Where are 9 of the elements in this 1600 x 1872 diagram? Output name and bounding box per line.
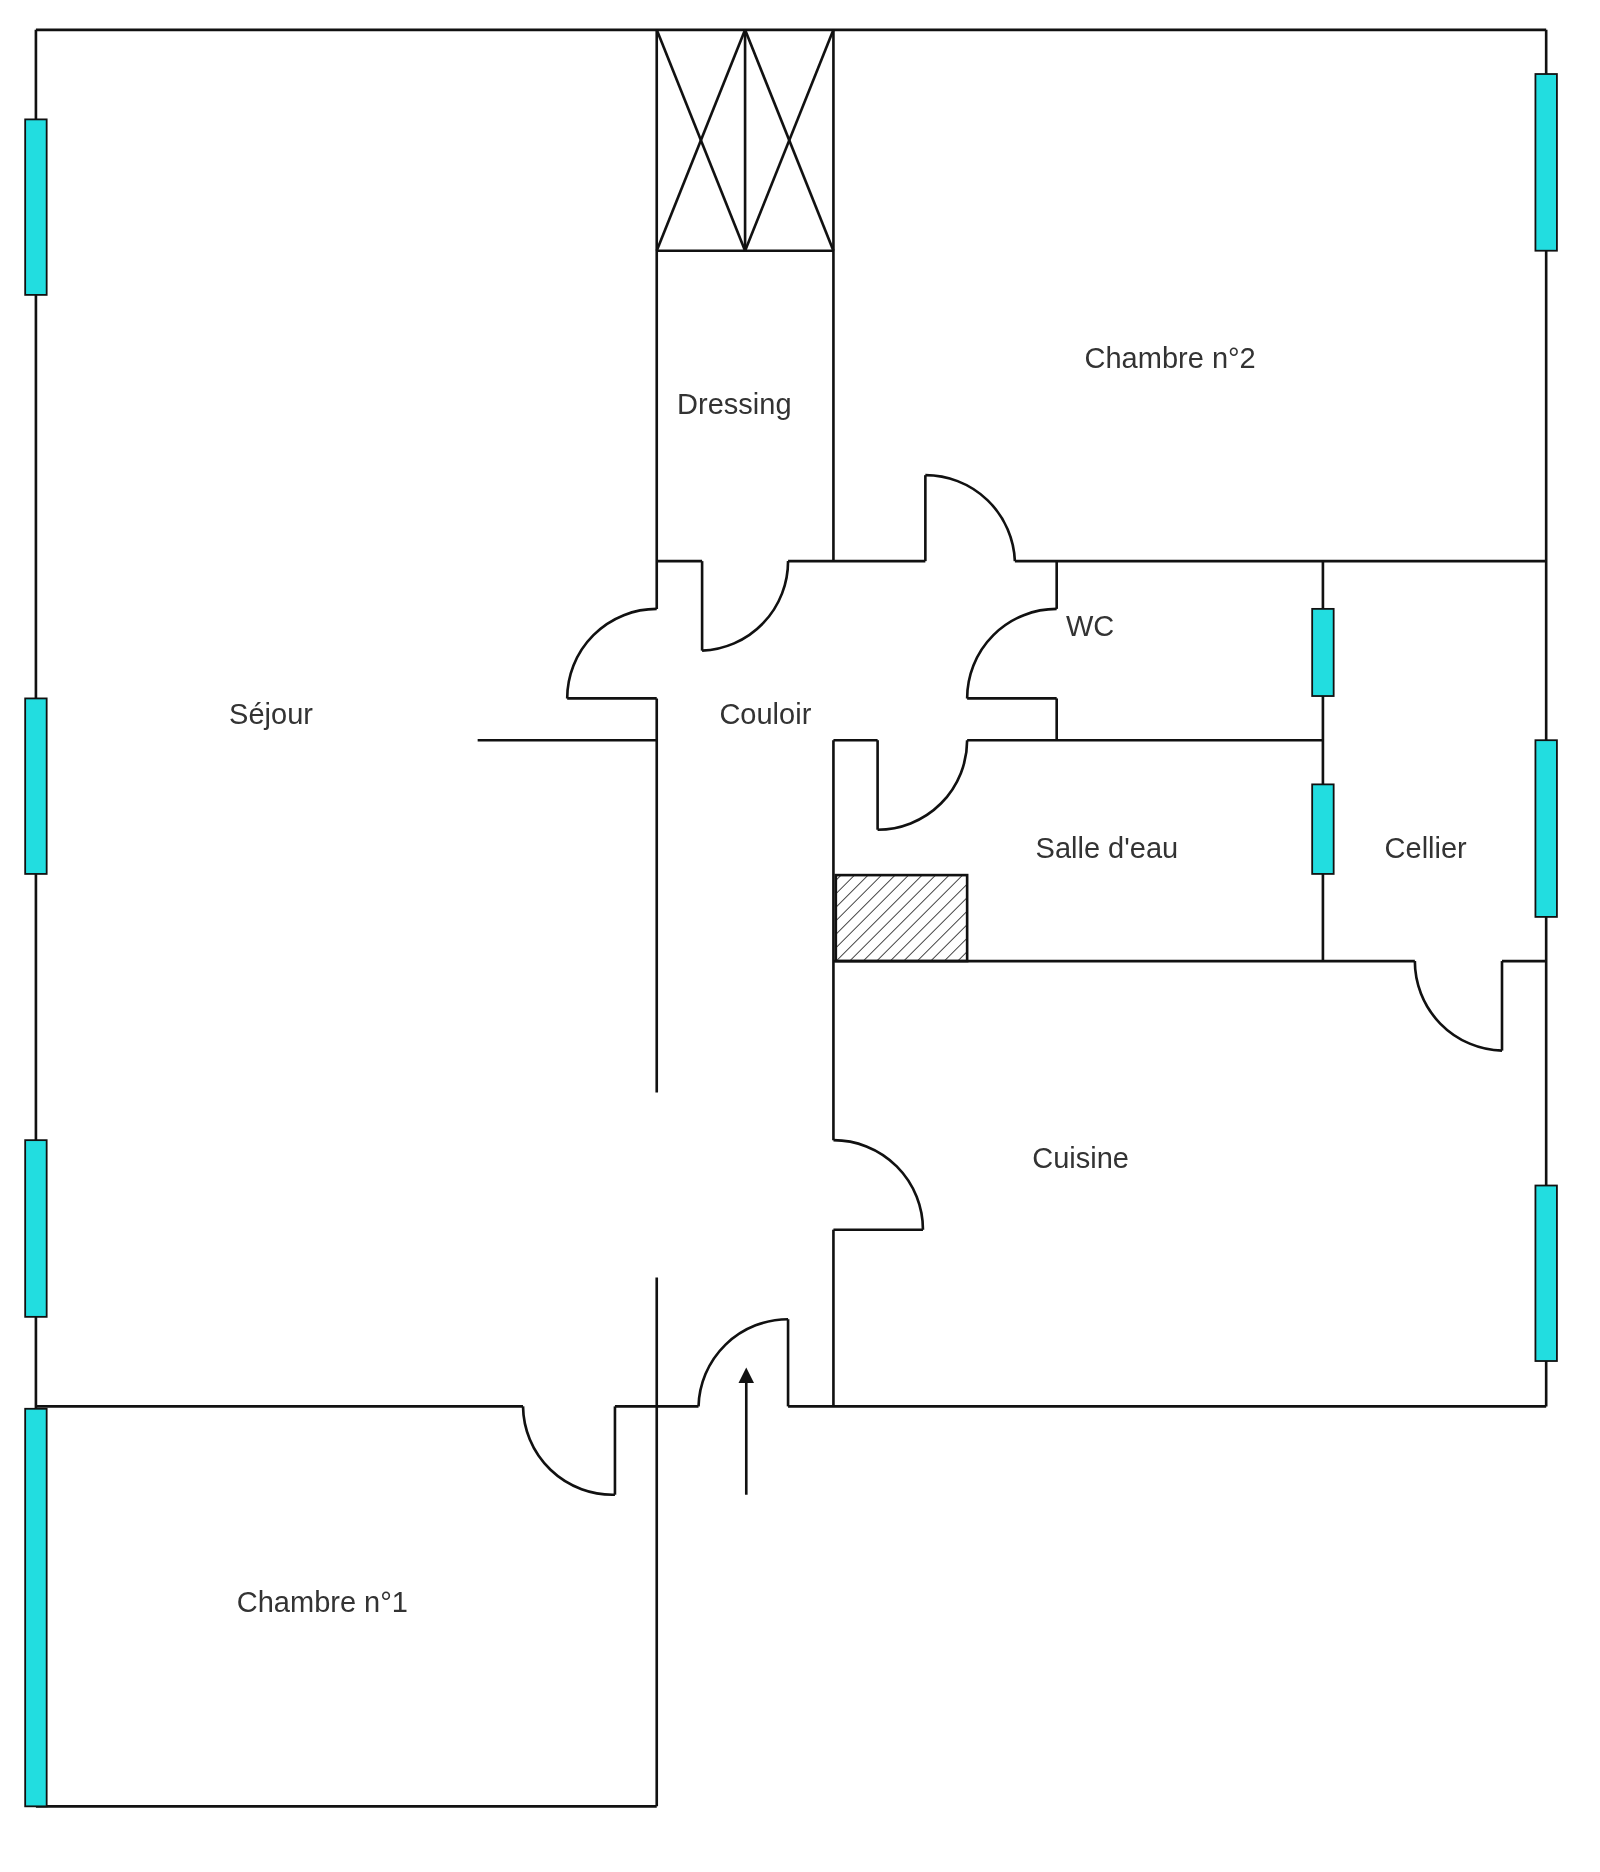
room-label: Cellier — [1384, 831, 1467, 865]
room-label: Chambre n°1 — [236, 1585, 408, 1619]
room-label: Salle d'eau — [1035, 831, 1179, 865]
room-label: Couloir — [719, 697, 812, 731]
room-label: Dressing — [677, 387, 792, 421]
room-label: Séjour — [229, 697, 313, 731]
room-label: Chambre n°2 — [1084, 341, 1256, 375]
room-label: WC — [1066, 609, 1115, 643]
room-label: Cuisine — [1032, 1141, 1129, 1175]
